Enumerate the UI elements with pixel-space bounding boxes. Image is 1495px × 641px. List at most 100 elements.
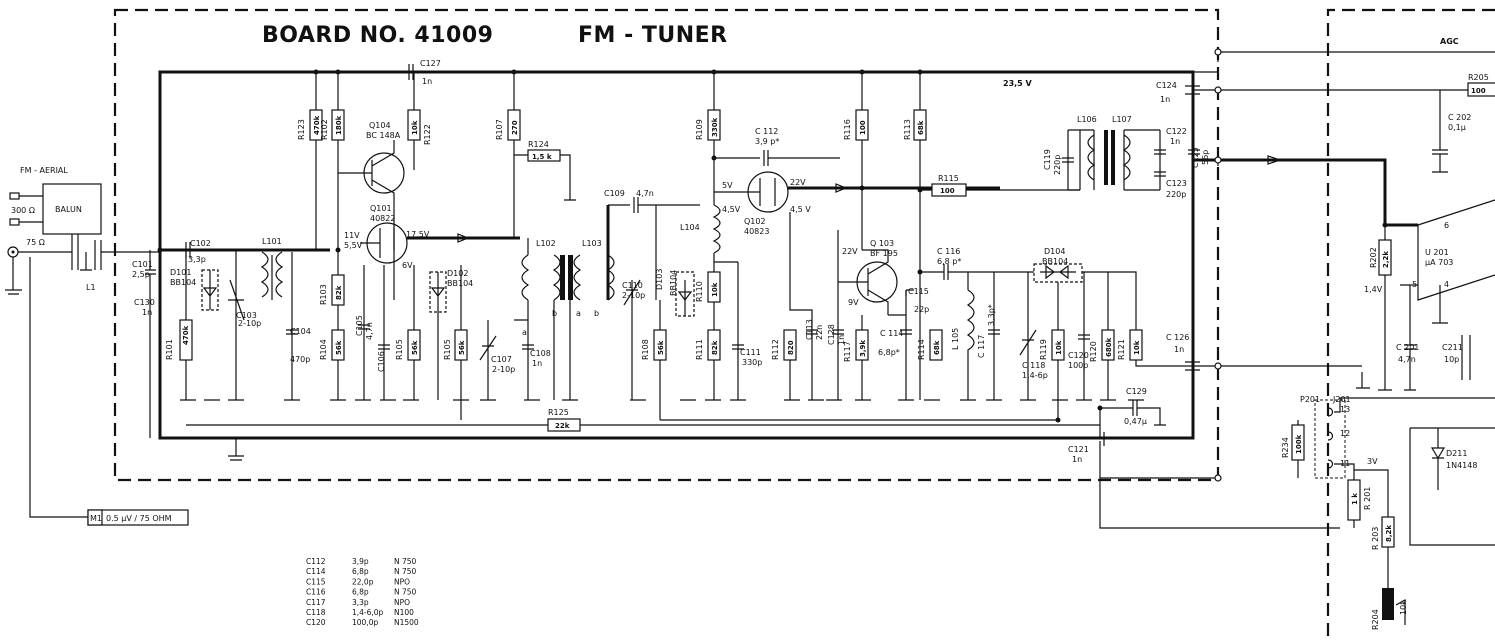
coupling-caps: C127 1n C124 1n C 126 1n C129 0,47μ C121… bbox=[186, 52, 1340, 529]
junction-dots bbox=[157, 48, 1388, 482]
table-cell-tc: N 750 bbox=[394, 567, 417, 576]
c118-val: 1,4-6p bbox=[1022, 371, 1048, 380]
c108-val: 1n bbox=[532, 359, 542, 368]
antenna-input: FM - AERIAL 300 Ω BALUN 75 Ω L1 bbox=[5, 166, 160, 295]
r202-ref: R202 bbox=[1369, 247, 1378, 268]
r106-ref: R105 bbox=[443, 339, 452, 360]
input-filter: C101 2,5p C130 1n C102 3,3p D101 BB104 C… bbox=[132, 239, 330, 438]
c127-ref: C127 bbox=[420, 59, 441, 68]
v-6: 6V bbox=[402, 261, 413, 270]
table-cell-val: 6,8p bbox=[352, 567, 369, 576]
c112-val: 3,9 p* bbox=[755, 137, 779, 146]
r113-val: 68k bbox=[917, 120, 925, 135]
c102-val: 3,3p bbox=[188, 255, 206, 264]
c118-ref: C 118 bbox=[1022, 361, 1045, 370]
q103-type: BF 195 bbox=[870, 249, 898, 258]
oscillator-tank: 100 R115 C 116 6,8 p* L 105 C 117 3,3p* … bbox=[660, 174, 1218, 421]
r110-val: 10k bbox=[711, 282, 719, 297]
c115-val: 22p bbox=[914, 305, 929, 314]
c101-ref: C101 bbox=[132, 260, 153, 269]
d102-type: BB104 bbox=[447, 279, 473, 288]
coil-a2: a bbox=[576, 309, 581, 318]
bold-supply-rail bbox=[158, 70, 1195, 440]
c117-ref: C 117 bbox=[977, 335, 986, 358]
c128-ref: C128 bbox=[827, 324, 836, 345]
if-transformer: L106 L107 C119 220p C122 1n C123 220p C1… bbox=[1043, 115, 1418, 227]
r111-ref: R111 bbox=[695, 339, 704, 360]
c110-ref: C110 bbox=[622, 281, 643, 290]
impedance-300: 300 Ω bbox=[11, 206, 35, 215]
r103-val: 82k bbox=[335, 285, 343, 300]
c116-val: 6,8 p* bbox=[937, 257, 961, 266]
aerial-terminal-1 bbox=[9, 192, 20, 200]
agc-section: 100 R205 C 202 0,1μ U 201 μA 703 6 5 4 2… bbox=[1218, 73, 1495, 630]
l103-ref: L103 bbox=[582, 239, 602, 248]
v-45b: 4,5 V bbox=[790, 205, 811, 214]
r104-ref: R104 bbox=[319, 339, 328, 360]
c211-ref: C211 bbox=[1442, 343, 1463, 352]
c105-ref: C105 bbox=[355, 315, 364, 336]
r114-ref: R114 bbox=[917, 339, 926, 360]
q101-ref: Q101 bbox=[370, 204, 392, 213]
coil-a1: a bbox=[522, 328, 527, 337]
q104-ref: Q104 bbox=[369, 121, 391, 130]
v-9: 9V bbox=[848, 298, 859, 307]
d211-type: 1N4148 bbox=[1446, 461, 1477, 470]
r115-val: 100 bbox=[940, 187, 955, 195]
r103-ref: R103 bbox=[319, 284, 328, 305]
r105-ref: R105 bbox=[395, 339, 404, 360]
r108-ref: R108 bbox=[641, 339, 650, 360]
c116-ref: C 116 bbox=[937, 247, 960, 256]
q103: 100 68k R116 R113 Q 103 BF 195 22V 9V C1… bbox=[827, 72, 943, 400]
c110-val: 2-10p bbox=[622, 291, 645, 300]
c128-val: 1n bbox=[837, 335, 846, 345]
c102-ref: C102 bbox=[190, 239, 211, 248]
r121-ref: R121 bbox=[1117, 339, 1126, 360]
r112-val: 820 bbox=[787, 340, 795, 355]
c103-ref: C103 bbox=[236, 311, 257, 320]
u201-ref: U 201 bbox=[1425, 248, 1449, 257]
r122-val: 10k bbox=[411, 120, 419, 135]
c202-ref: C 202 bbox=[1448, 113, 1471, 122]
c107-ref: C107 bbox=[491, 355, 512, 364]
q103-ref: Q 103 bbox=[870, 239, 894, 248]
r117-ref: R117 bbox=[843, 341, 852, 362]
c126-val: 1n bbox=[1174, 345, 1184, 354]
coil-l101: L101 C104 470p bbox=[260, 237, 311, 400]
meter-value: 0.5 μV / 75 OHM bbox=[106, 514, 172, 523]
table-cell-ref: C118 bbox=[306, 608, 326, 617]
r101-val: 470k bbox=[182, 325, 190, 345]
r201-val: 1 k bbox=[1351, 493, 1359, 505]
q102-type: 40823 bbox=[744, 227, 769, 236]
table-cell-ref: C115 bbox=[306, 577, 326, 586]
r109-ref: R109 bbox=[695, 119, 704, 140]
v-22a: 22V bbox=[790, 178, 806, 187]
r234-val: 100k bbox=[1295, 434, 1303, 454]
agc-board-outline bbox=[1326, 8, 1495, 641]
r116-ref: R116 bbox=[843, 119, 852, 140]
c111-val: 330p bbox=[742, 358, 762, 367]
r119-val: 10k bbox=[1055, 340, 1063, 355]
d104-type: BB104 bbox=[1042, 257, 1068, 266]
q104-type: BC 148A bbox=[366, 131, 401, 140]
c103-val: 2-10p bbox=[238, 319, 261, 328]
c112-ref: C 112 bbox=[755, 127, 778, 136]
r125-val: 22k bbox=[555, 422, 570, 430]
c119-ref: C119 bbox=[1043, 149, 1052, 170]
r101: 470k R101 bbox=[165, 250, 193, 400]
c123-ref: C123 bbox=[1166, 179, 1187, 188]
r107-val: 270 bbox=[511, 120, 519, 135]
table-cell-tc: N 750 bbox=[394, 557, 417, 566]
coil-b2: b bbox=[594, 309, 599, 318]
r205-ref: R205 bbox=[1468, 73, 1489, 82]
c123-val: 220p bbox=[1166, 190, 1186, 199]
d102-ref: D102 bbox=[447, 269, 468, 278]
r204-val: 10k bbox=[1399, 600, 1408, 615]
v-3: 3V bbox=[1367, 457, 1378, 466]
c130-val: 1n bbox=[142, 308, 152, 317]
l106-ref: L106 bbox=[1077, 115, 1097, 124]
l102-l103: 270 R107 1,5 k R124 L102 L103 a b a b C1… bbox=[495, 72, 602, 400]
r125-ref: R125 bbox=[548, 408, 569, 417]
c104-ref: C104 bbox=[290, 327, 311, 336]
c120-ref: C120 bbox=[1068, 351, 1089, 360]
